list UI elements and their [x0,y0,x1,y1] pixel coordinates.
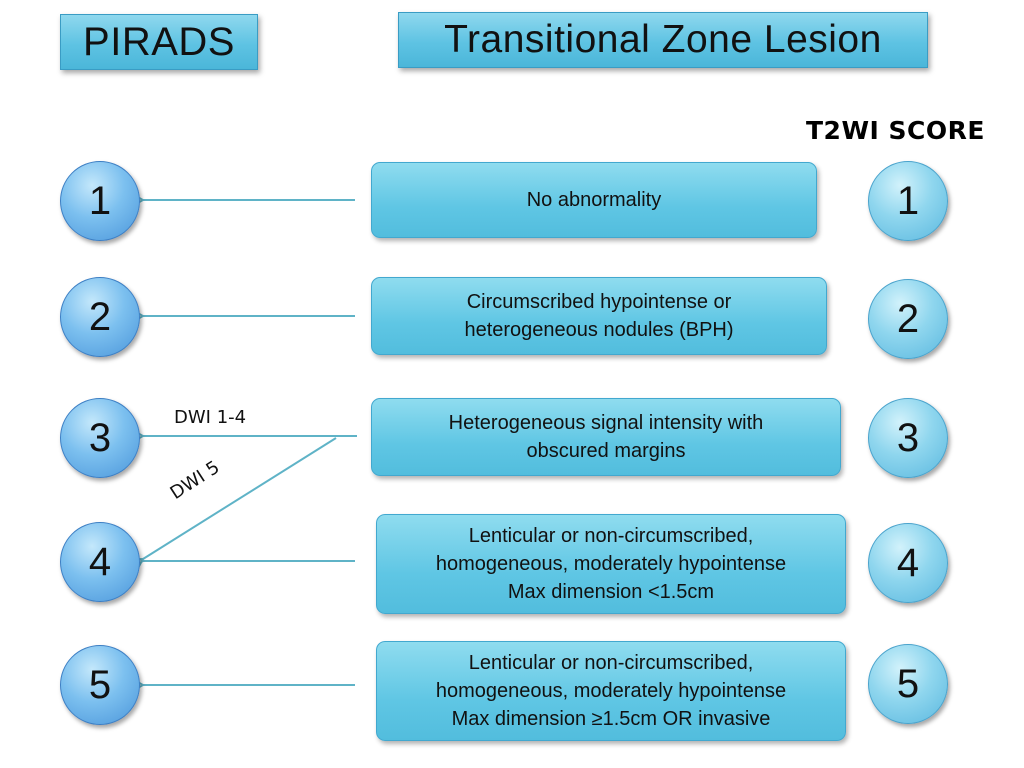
pirads-circle-2: 2 [60,277,140,357]
pirads-circle-3: 3 [60,398,140,478]
t2wi-score-heading: T2WI SCORE [806,116,985,145]
t2wi-score-circle-1: 1 [868,161,948,241]
dwi-1-4-label: DWI 1-4 [174,407,247,428]
description-line: Max dimension <1.5cm [507,581,715,603]
pirads-circle-1: 1 [60,161,140,241]
pirads-title: PIRADS [60,14,258,70]
t2wi-description-4: Lenticular or non-circumscribed, homogen… [376,514,846,614]
t2wi-score-circle-4: 4 [868,523,948,603]
transitional-zone-title: Transitional Zone Lesion [398,12,928,68]
t2wi-description-1: No abnormality [371,162,817,238]
description-line: homogeneous, moderately hypointense [435,680,787,702]
pirads-circle-5: 5 [60,645,140,725]
description-line: heterogeneous nodules (BPH) [464,319,734,341]
arrow-row-3-dwi-high [143,437,337,559]
description-line: obscured margins [526,440,686,462]
t2wi-description-3: Heterogeneous signal intensity with obsc… [371,398,841,476]
t2wi-description-2: Circumscribed hypointense or heterogeneo… [371,277,827,355]
description-line: Circumscribed hypointense or [466,291,732,313]
description-line: Heterogeneous signal intensity with [448,412,764,434]
description-line: Lenticular or non-circumscribed, [468,652,754,674]
t2wi-score-circle-5: 5 [868,644,948,724]
t2wi-description-5: Lenticular or non-circumscribed, homogen… [376,641,846,741]
t2wi-score-circle-2: 2 [868,279,948,359]
pirads-circle-4: 4 [60,522,140,602]
description-line: homogeneous, moderately hypointense [435,553,787,575]
t2wi-score-circle-3: 3 [868,398,948,478]
description-line: Lenticular or non-circumscribed, [468,525,754,547]
description-line: Max dimension ≥1.5cm OR invasive [451,708,771,730]
description-line: No abnormality [526,189,662,211]
